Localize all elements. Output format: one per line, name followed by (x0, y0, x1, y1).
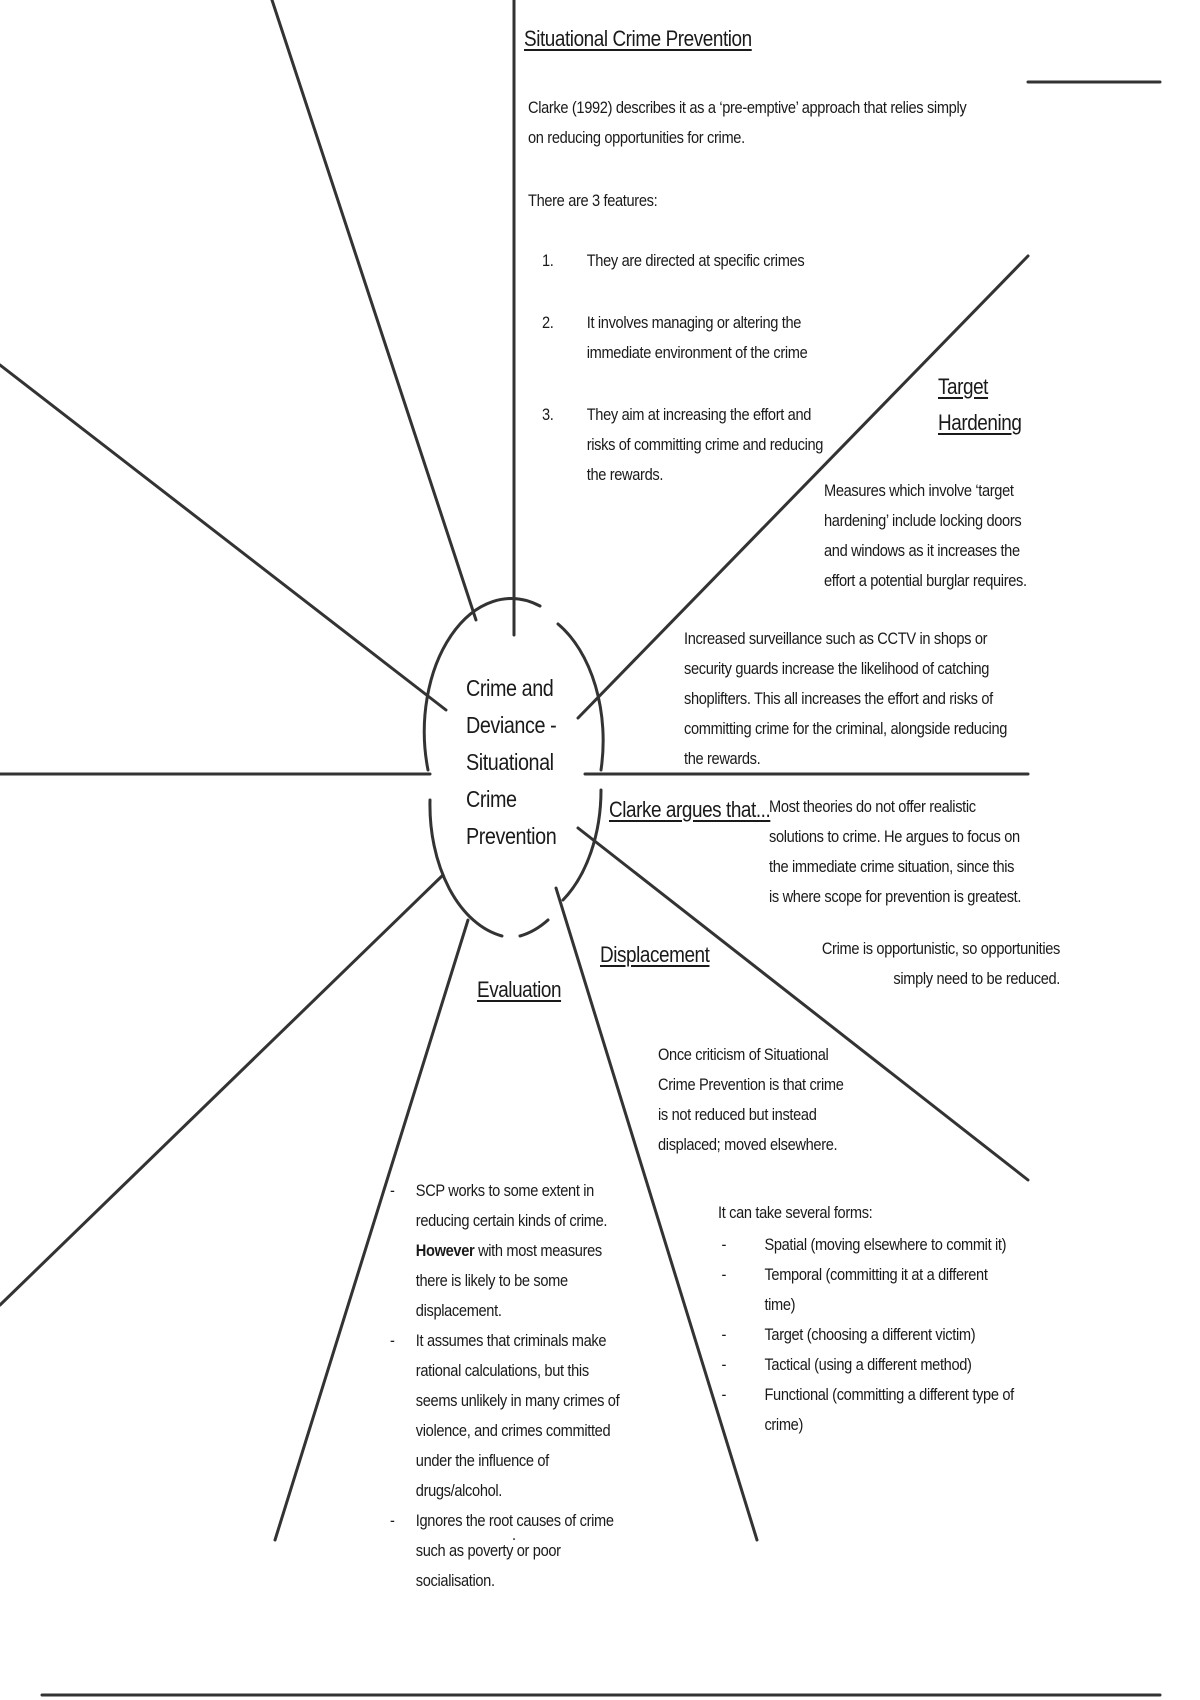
displacement-form: Functional (committing a different type … (718, 1380, 1019, 1440)
displacement-form: Target (choosing a different victim) (718, 1320, 1019, 1350)
scp-feature: 3.They aim at increasing the effort and … (542, 405, 824, 484)
evaluation-trailing-mark: . (512, 1525, 516, 1544)
scp-features-list: 1.They are directed at specific crimes 2… (542, 246, 839, 522)
spoke-bottom-left (273, 918, 470, 1542)
spoke-lower-right (576, 826, 1030, 1182)
clarke-para2: Crime is opportunistic, so opportunities… (821, 939, 1060, 988)
target-heading-line2: Hardening (938, 410, 1022, 435)
evaluation-point: SCP works to some extent in reducing cer… (390, 1176, 622, 1326)
clarke-para1: Most theories do not offer realistic sol… (769, 797, 1022, 906)
center-title-line: Prevention (466, 823, 557, 849)
center-title: Crime and Deviance - Situational Crime P… (466, 670, 569, 855)
scp-intro: Clarke (1992) describes it as a ‘pre-emp… (528, 98, 967, 147)
target-heading-line1: Target (938, 374, 989, 399)
spoke-lower-left (0, 873, 445, 1307)
evaluation-list: SCP works to some extent in reducing cer… (390, 1176, 622, 1596)
evaluation-heading: Evaluation (477, 977, 562, 1002)
center-circle-arc (556, 622, 605, 772)
spoke-upper-left (0, 363, 448, 712)
displacement-forms-list: Spatial (moving elsewhere to commit it) … (718, 1230, 1019, 1440)
target-para2: Increased surveillance such as CCTV in s… (684, 629, 1008, 768)
displacement-forms-intro: It can take several forms: (718, 1203, 873, 1222)
scp-feature: 1.They are directed at specific crimes (542, 251, 805, 270)
center-title-line: Crime (466, 786, 517, 812)
displacement-form: Spatial (moving elsewhere to commit it) (718, 1230, 1019, 1260)
target-para1: Measures which involve ‘target hardening… (824, 481, 1027, 590)
center-circle-arc (518, 918, 550, 938)
center-title-line: Situational (466, 749, 554, 775)
center-title-line: Crime and (466, 675, 554, 701)
displacement-form: Temporal (committing it at a different t… (718, 1260, 1019, 1320)
scp-feature: 2.It involves managing or altering the i… (542, 313, 808, 362)
spoke-upper-right (576, 254, 1030, 720)
center-circle-arc (561, 788, 603, 902)
scp-heading: Situational Crime Prevention (524, 26, 752, 51)
displacement-heading: Displacement (600, 942, 710, 967)
scp-features-intro: There are 3 features: (528, 191, 658, 210)
clarke-heading: Clarke argues that... (609, 797, 771, 822)
center-circle-arc (428, 798, 504, 938)
displacement-form: Tactical (using a different method) (718, 1350, 1019, 1380)
evaluation-point: Ignores the root causes of crime such as… (390, 1506, 622, 1596)
spoke-top-left (270, 0, 478, 622)
center-title-line: Deviance - (466, 712, 557, 738)
evaluation-point: It assumes that criminals make rational … (390, 1326, 622, 1506)
displacement-para1: Once criticism of Situational Crime Prev… (658, 1045, 844, 1154)
